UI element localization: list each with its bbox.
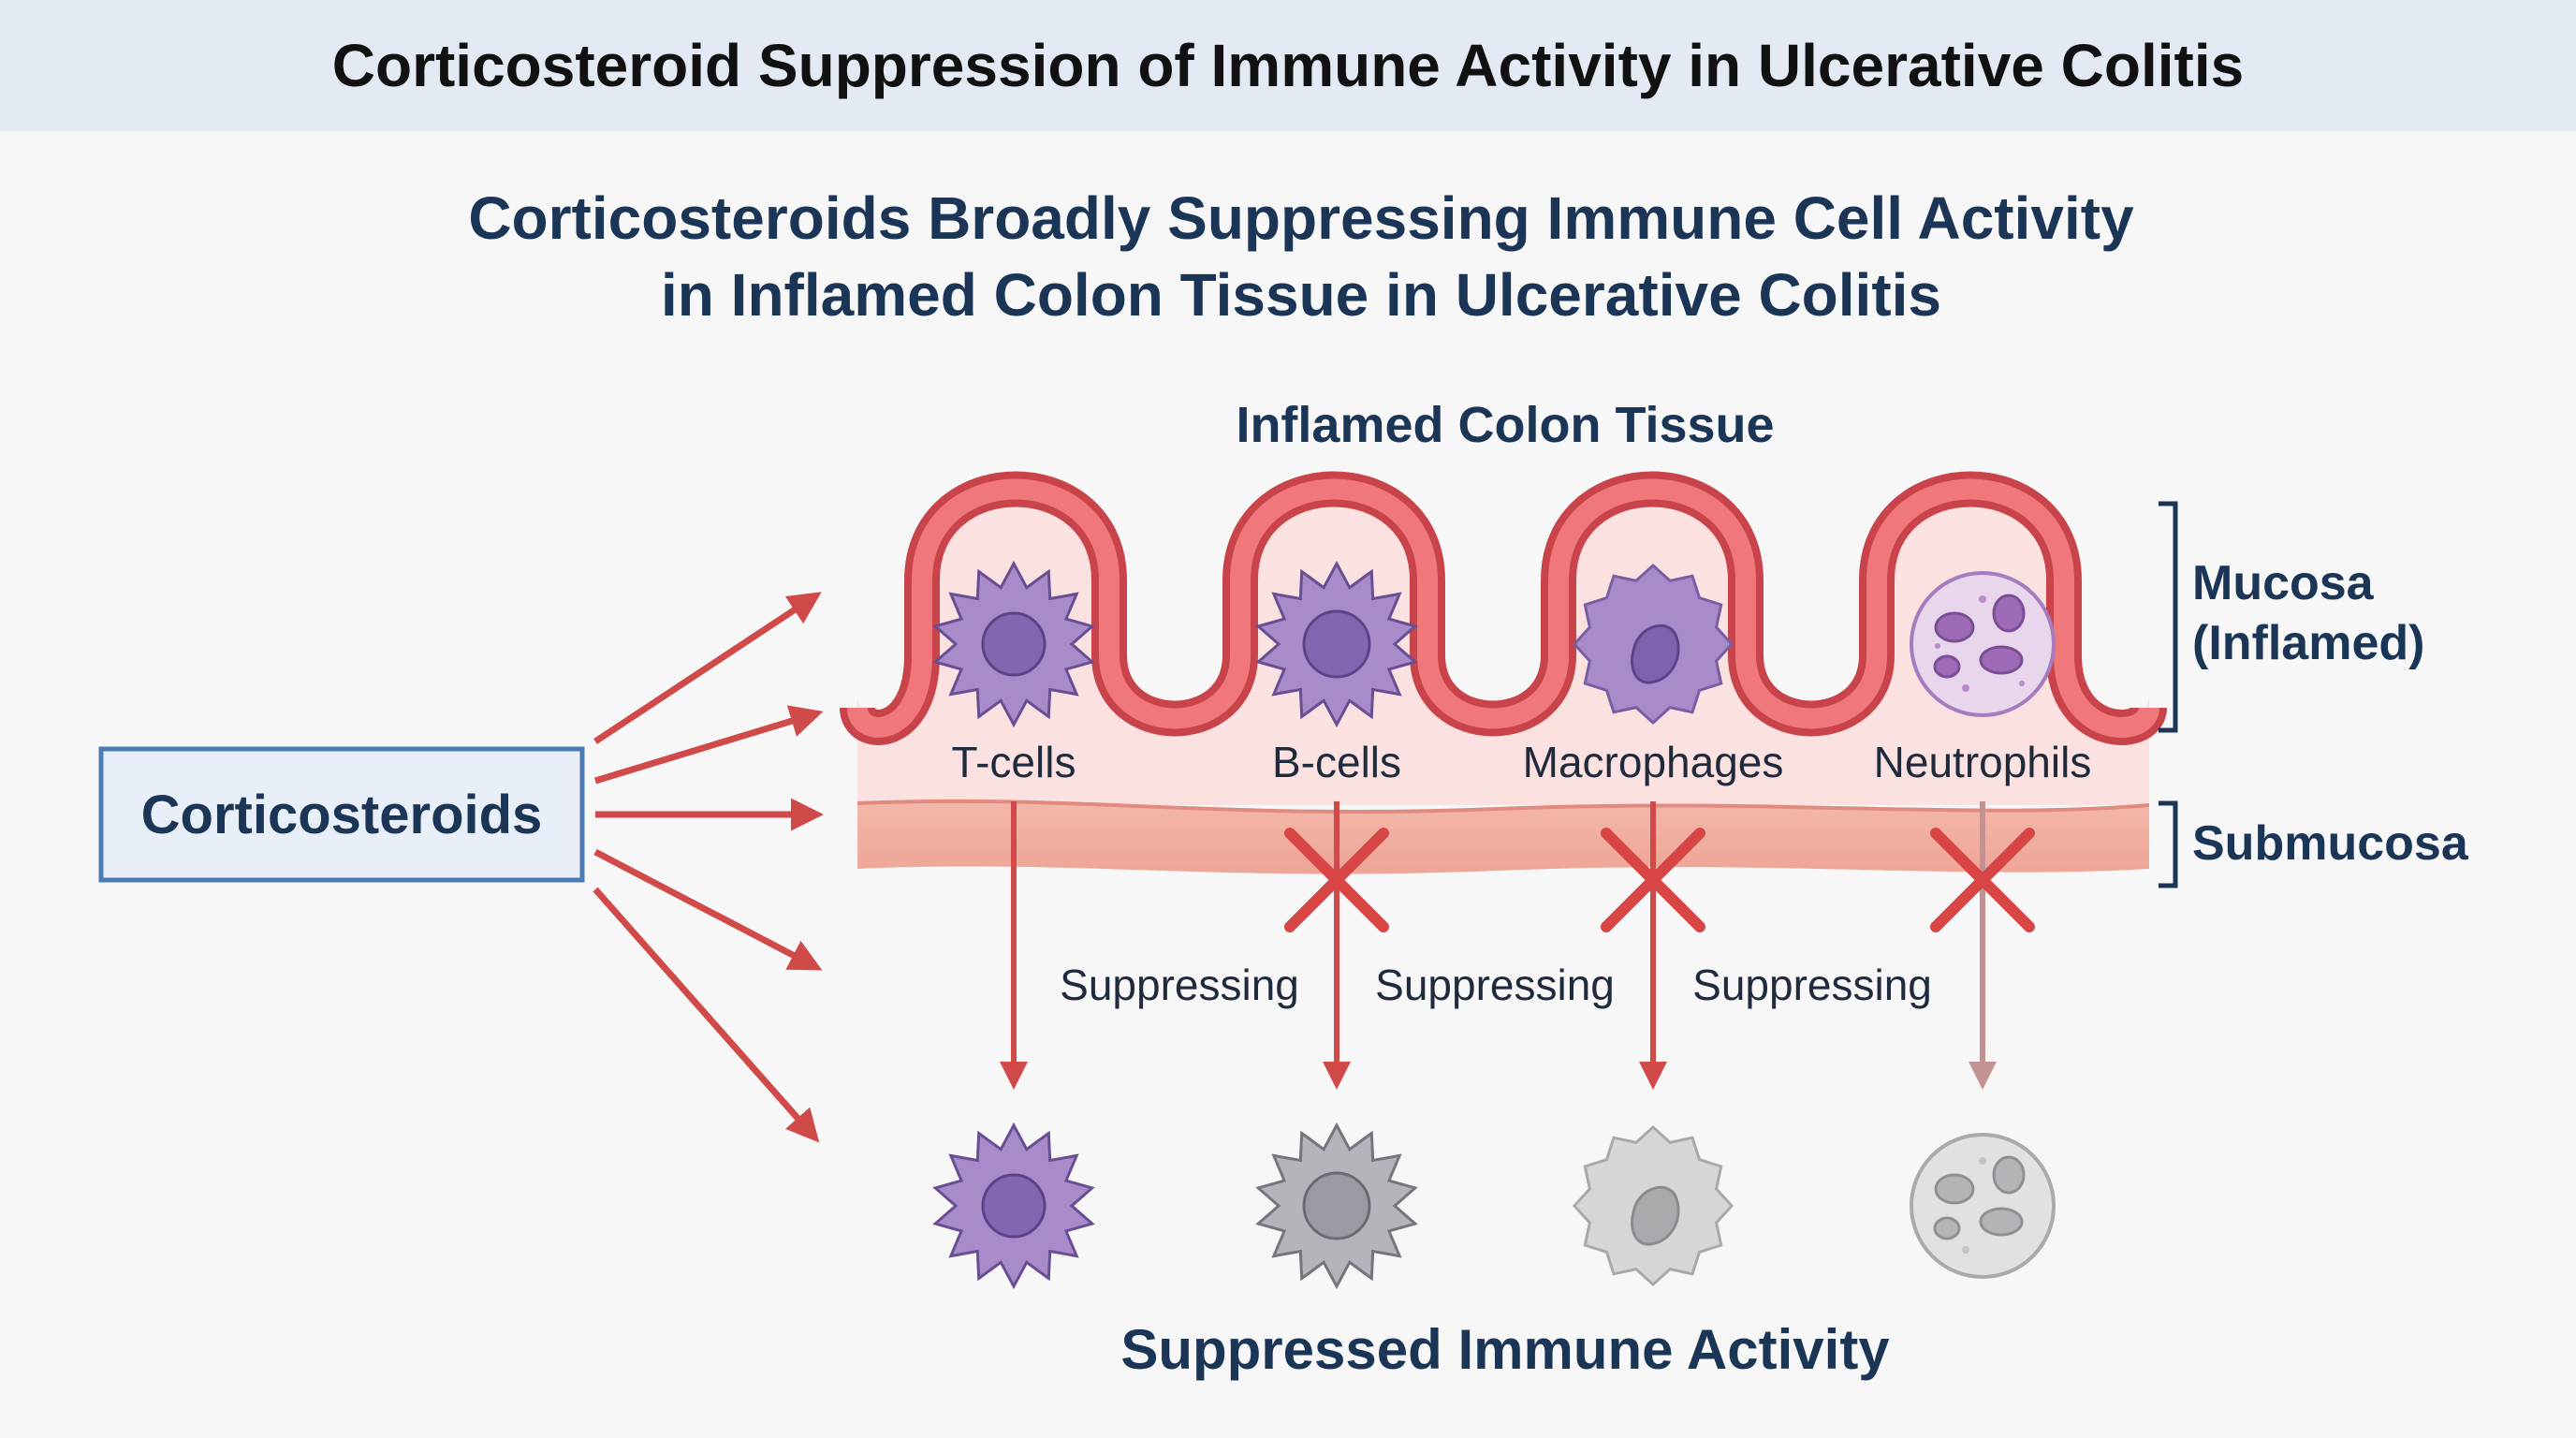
mucosa-bracket [2159, 501, 2178, 733]
b-cell-suppressed [1255, 1122, 1418, 1290]
drug-arrow-4 [593, 848, 823, 971]
cell-label-macrophages: Macrophages [1523, 738, 1784, 786]
suppress-label-2: Suppressing [1375, 961, 1615, 1009]
page-title: Corticosteroid Suppression of Immune Act… [331, 32, 2245, 99]
block-x-macrophages [1601, 828, 1705, 932]
epithelium-inner [847, 478, 2159, 738]
mucosa-label-line1: Mucosa [2192, 556, 2375, 610]
t-cell-suppressed [932, 1122, 1095, 1290]
macrophage-suppressed [1572, 1124, 1734, 1287]
submucosa-edge [856, 799, 2150, 814]
block-x-b-cells [1284, 828, 1389, 932]
header-banner: Corticosteroid Suppression of Immune Act… [0, 0, 2576, 131]
suppress-label-1: Suppressing [1060, 961, 1299, 1009]
drug-arrow-5 [593, 887, 820, 1143]
mucosa-label-line2: (Inflamed) [2192, 616, 2424, 670]
neutrophil-active [1910, 571, 2056, 717]
tissue-label: Inflamed Colon Tissue [1236, 397, 1774, 453]
diagram-subtitle: Corticosteroids Broadly Suppressing Immu… [0, 180, 2576, 333]
submucosa-label: Submucosa [2192, 816, 2469, 871]
submucosa-band [857, 800, 2149, 874]
subtitle-line-1: Corticosteroids Broadly Suppressing Immu… [468, 184, 2134, 252]
subtitle-line-2: in Inflamed Colon Tissue in Ulcerative C… [661, 261, 1941, 329]
cell-label-neutrophils: Neutrophils [1874, 738, 2092, 786]
suppress-label-3: Suppressing [1692, 961, 1932, 1009]
neutrophil-suppressed [1910, 1133, 2056, 1279]
block-x-neutrophils [1930, 828, 2035, 932]
bottom-label: Suppressed Immune Activity [1120, 1318, 1890, 1381]
macrophage-active [1572, 563, 1734, 726]
cell-label-t-cells: T-cells [952, 738, 1076, 786]
submucosa-bracket [2159, 800, 2178, 888]
t-cell-active [932, 560, 1095, 728]
drug-box [98, 746, 585, 883]
b-cell-active [1255, 560, 1418, 728]
cell-label-b-cells: B-cells [1272, 738, 1401, 786]
drug-label: Corticosteroids [141, 785, 543, 845]
drug-arrow-2 [593, 705, 824, 785]
drug-arrow-1 [593, 592, 822, 744]
